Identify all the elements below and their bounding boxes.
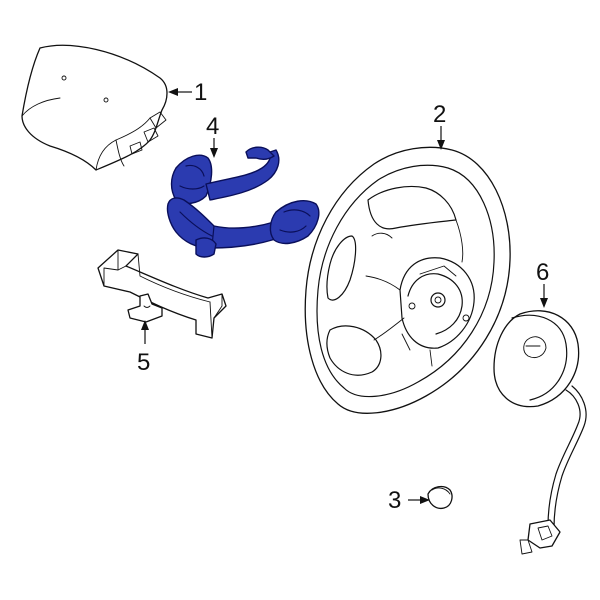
part-6-clock-spring[interactable] [493, 310, 587, 555]
switch-arm-upper [205, 149, 280, 201]
callout-3: 3 [388, 487, 430, 514]
part-2-steering-wheel[interactable] [304, 146, 511, 414]
callout-number-1: 1 [194, 79, 207, 106]
callout-number-6: 6 [536, 259, 549, 286]
switch-pod-left [170, 154, 213, 205]
part-4-cruise-switch[interactable] [166, 146, 320, 258]
callout-2: 2 [433, 101, 446, 150]
callout-5: 5 [137, 320, 150, 376]
callout-6: 6 [536, 259, 549, 308]
part-3-cap[interactable] [427, 485, 453, 510]
switch-harness [195, 237, 217, 258]
callout-number-3: 3 [388, 487, 401, 514]
callout-number-4: 4 [206, 113, 219, 140]
callout-number-2: 2 [433, 101, 446, 128]
switch-connector [245, 146, 275, 161]
switch-pod-right [269, 200, 320, 245]
callout-1: 1 [168, 79, 207, 106]
callout-4: 4 [206, 113, 219, 158]
part-5-bracket[interactable] [97, 249, 227, 339]
part-1-airbag-cover[interactable] [21, 44, 168, 171]
callout-number-5: 5 [137, 349, 150, 376]
